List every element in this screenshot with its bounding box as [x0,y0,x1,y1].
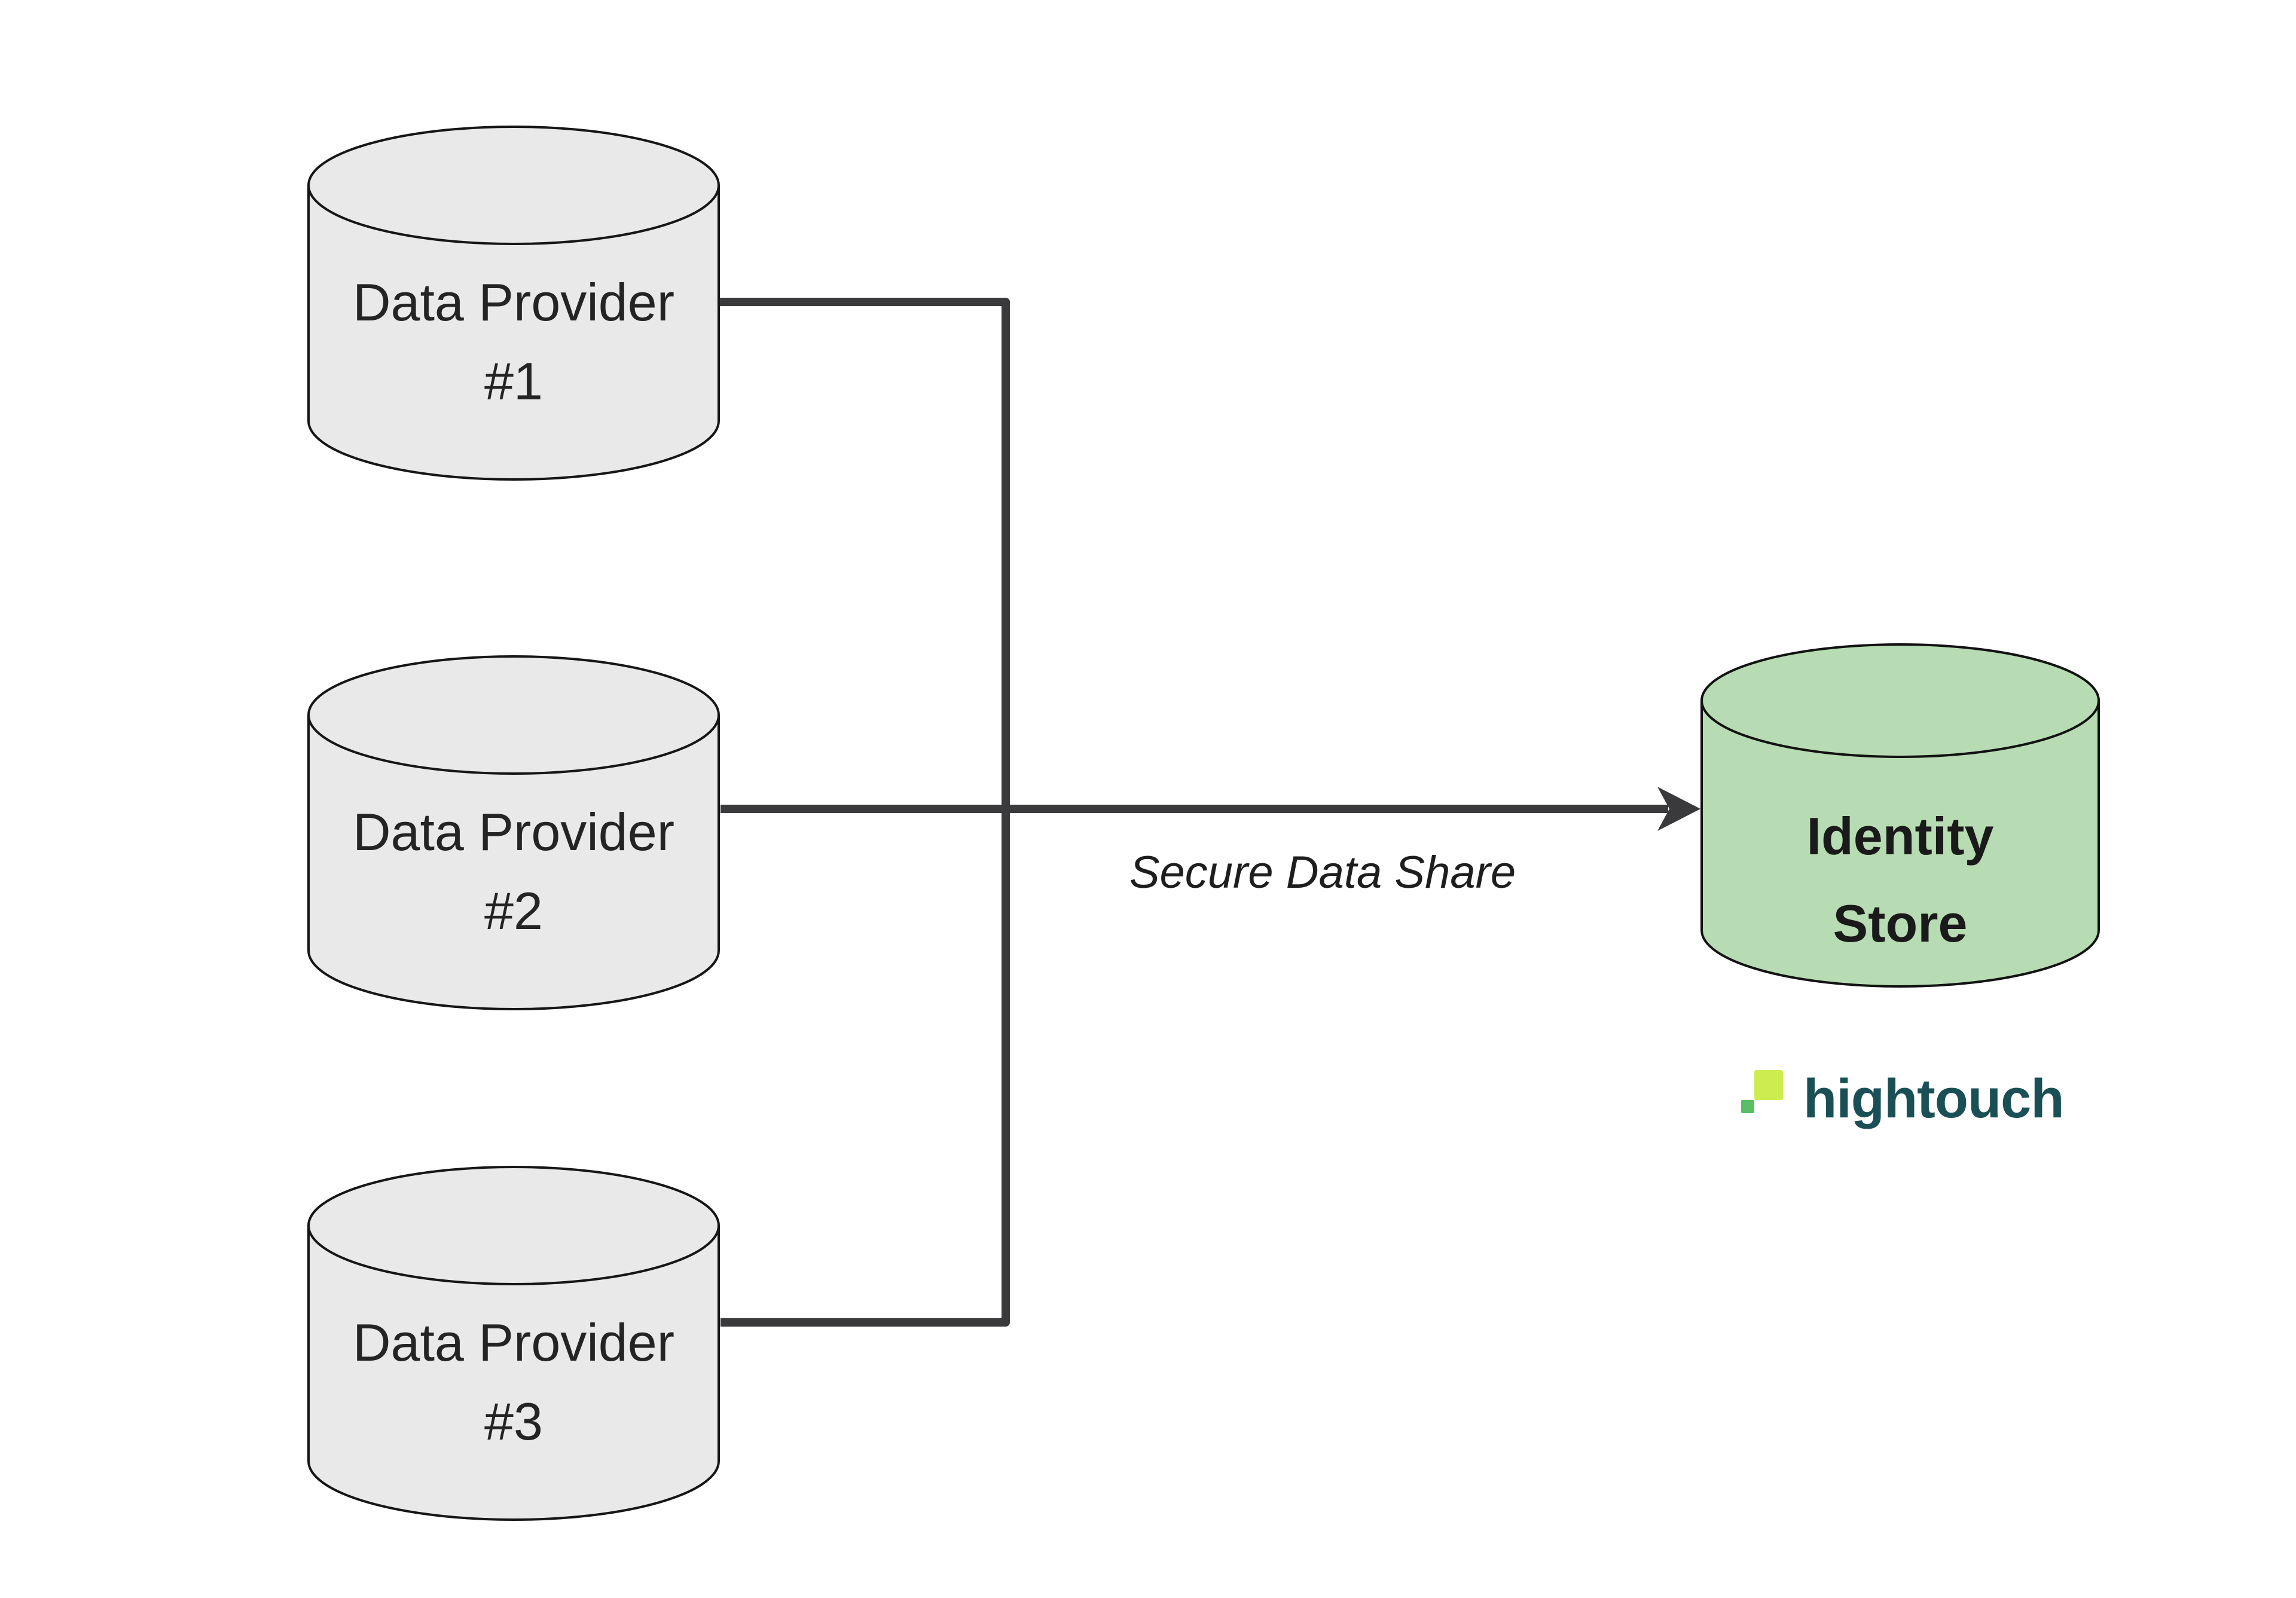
identity-store-label: Identity Store [1806,806,1994,953]
logo-lime-square [1754,1070,1783,1100]
logo-green-square [1741,1100,1754,1113]
hightouch-logo-icon [1740,1064,1790,1114]
arrowhead-icon [1657,787,1700,831]
data-provider-3-label: Data Provider #3 [352,1313,674,1451]
hightouch-wordmark: hightouch [1803,1068,2065,1129]
data-provider-1-node: Data Provider #1 [307,126,720,481]
database-cylinder-icon [307,1166,720,1521]
secure-data-share-label: Secure Data Share [1129,847,1516,898]
identity-store-node: Identity Store [1700,643,2100,988]
database-cylinder-icon [307,655,720,1010]
data-provider-3-node: Data Provider #3 [307,1166,720,1521]
data-provider-1-label: Data Provider #1 [352,273,674,411]
database-cylinder-icon [1700,643,2100,988]
database-cylinder-icon [307,126,720,481]
data-provider-2-label: Data Provider #2 [352,802,674,940]
data-provider-2-node: Data Provider #2 [307,655,720,1010]
hightouch-logo: hightouch [1740,1064,2111,1142]
